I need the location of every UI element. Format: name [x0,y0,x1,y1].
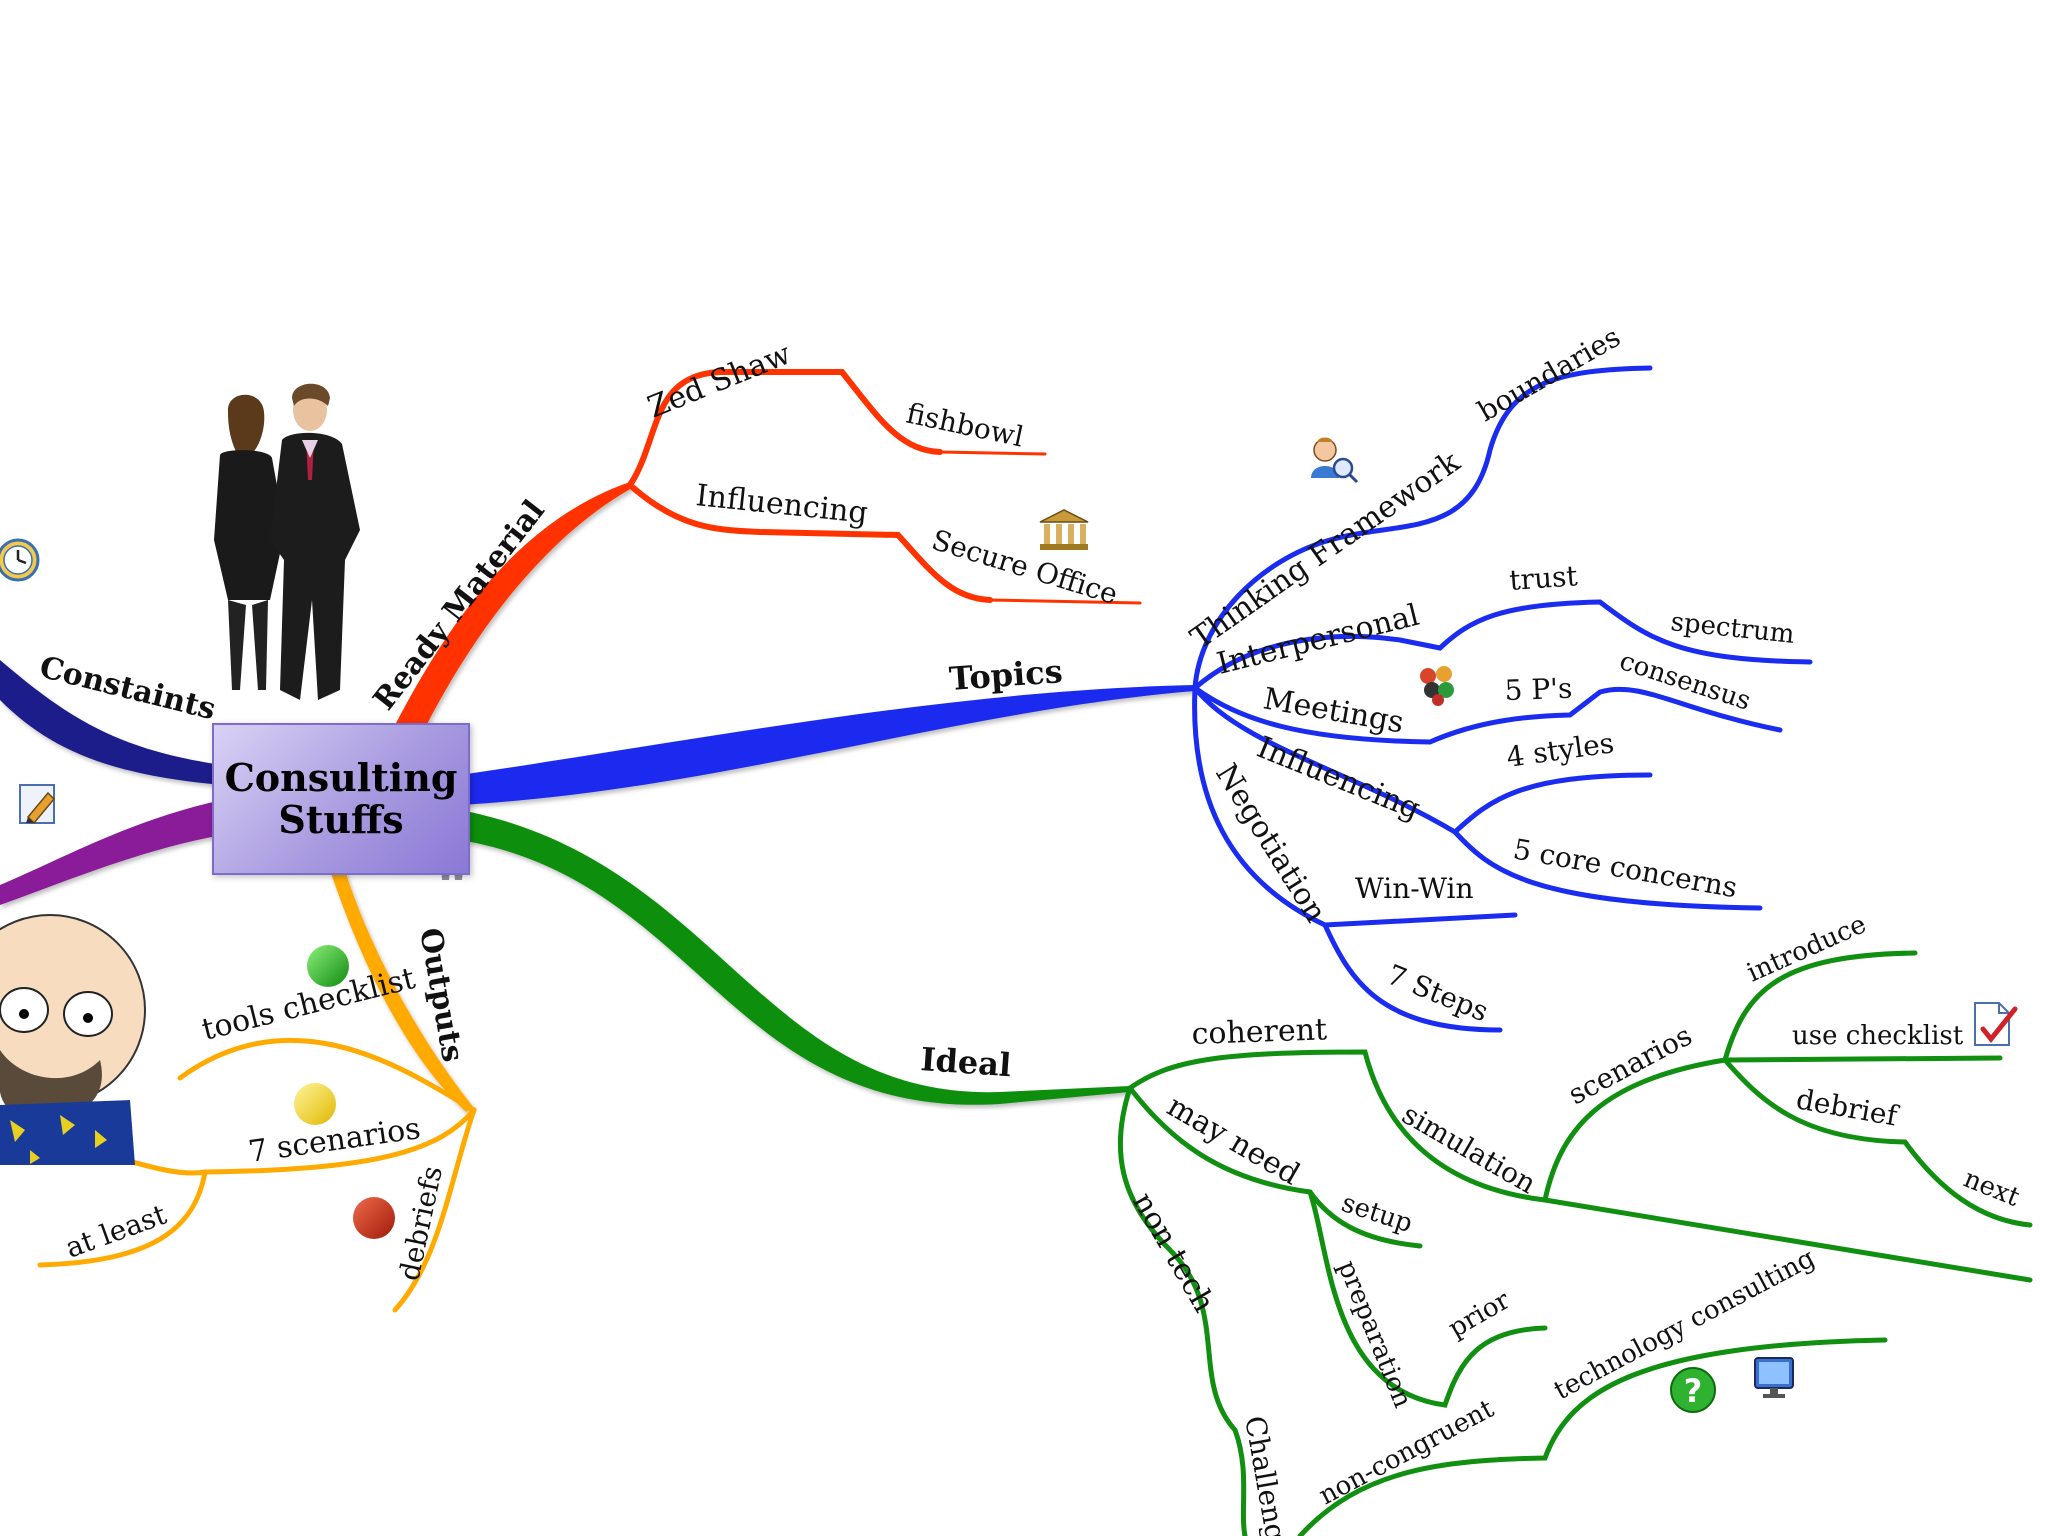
label-secure-office: Secure Office [928,523,1122,611]
link-zed-shaw [627,369,943,488]
user-search-icon [1311,437,1359,484]
red-dot-icon [353,1197,395,1239]
yellow-dot-icon [294,1083,336,1125]
label-5-core-concerns: 5 core concerns [1511,832,1740,904]
link-use-checklist [1722,1055,2003,1063]
label-use-checklist: use checklist [1792,1021,1964,1051]
pencil-icon [19,784,56,825]
link-simulation [1542,1057,1728,1203]
label-challenge: Challeng [1238,1413,1292,1536]
central-topic-line2: Stuffs [278,797,404,842]
cartoon-character-image [0,914,146,1165]
label-preparation: preparation [1332,1256,1418,1412]
label-7-steps: 7 Steps [1382,958,1493,1028]
link-5-core-concerns [1452,829,1763,911]
link-thinking-framework [1192,365,1653,691]
link-influencing [627,482,993,603]
link-fishbowl [938,450,1047,456]
label-ready-material: Ready Material [367,494,552,717]
link-non-congruent [1297,1337,1888,1536]
link-non-tech [1117,1085,1248,1536]
link-debrief [1722,1057,2033,1228]
central-topic[interactable]: Consulting Stuffs [212,723,470,875]
label-boundaries: boundaries [1472,320,1626,428]
help-icon: ? [1670,1367,1716,1413]
link-debriefs [392,1107,477,1313]
link-negotiation [1192,685,1518,928]
label-fishbowl: fishbowl [904,397,1027,454]
checklist-icon [1974,1002,2018,1046]
link-7-steps [1322,922,1503,1033]
label-coherent: coherent [1191,1012,1328,1052]
clock-icon [0,538,40,582]
label-zed-shaw: Zed Shaw [643,336,796,425]
link-setup [1307,1189,1423,1249]
label-win-win: Win-Win [1355,872,1473,905]
label-ideal: Ideal [919,1040,1012,1084]
link-interpersonal [1192,599,1813,691]
bank-icon [1039,509,1089,550]
label-non-tech: non tech [1125,1187,1221,1319]
branch-outputs[interactable] [330,870,474,1112]
link-scenarios-introduce [1722,950,1918,1063]
label-topics: Topics [948,652,1064,698]
label-meetings: Meetings [1261,681,1407,740]
branch-topics[interactable] [460,685,1195,805]
central-topic-line1: Consulting [224,755,458,800]
label-5-ps: 5 P's [1504,672,1573,707]
link-meetings [1192,685,1783,745]
business-people-image [214,383,360,700]
label-4-styles: 4 styles [1504,726,1616,774]
link-at-least [37,1169,208,1268]
label-tools-checklist: tools checklist [198,961,418,1048]
label-setup: setup [1338,1188,1416,1239]
branch-constaints[interactable] [0,660,222,785]
branch-ready-material[interactable] [395,482,632,728]
label-non-congruent: non-congruent [1314,1394,1499,1511]
label-influencing-topic: Influencing [1252,730,1425,827]
link-secure-office [988,598,1142,605]
link-coherent [1127,1049,2033,1283]
label-introduce: introduce [1743,909,1871,988]
label-scenarios: scenarios [1563,1019,1698,1111]
link-may-need [1127,1085,1548,1408]
label-7-scenarios: 7 scenarios [246,1111,422,1170]
link-tools-checklist [177,1037,477,1113]
branch-ideal[interactable] [460,810,1130,1105]
label-trust: trust [1508,559,1579,597]
label-influencing-ready: Influencing [694,478,869,531]
label-spectrum: spectrum [1669,607,1796,650]
green-dot-icon [307,945,349,987]
svg-text:?: ? [1684,1372,1703,1410]
monitor-icon [1754,1357,1794,1398]
branch-purple[interactable] [0,800,222,905]
meeting-people-icon [1420,666,1454,706]
link-influencing-topic [1192,685,1653,836]
